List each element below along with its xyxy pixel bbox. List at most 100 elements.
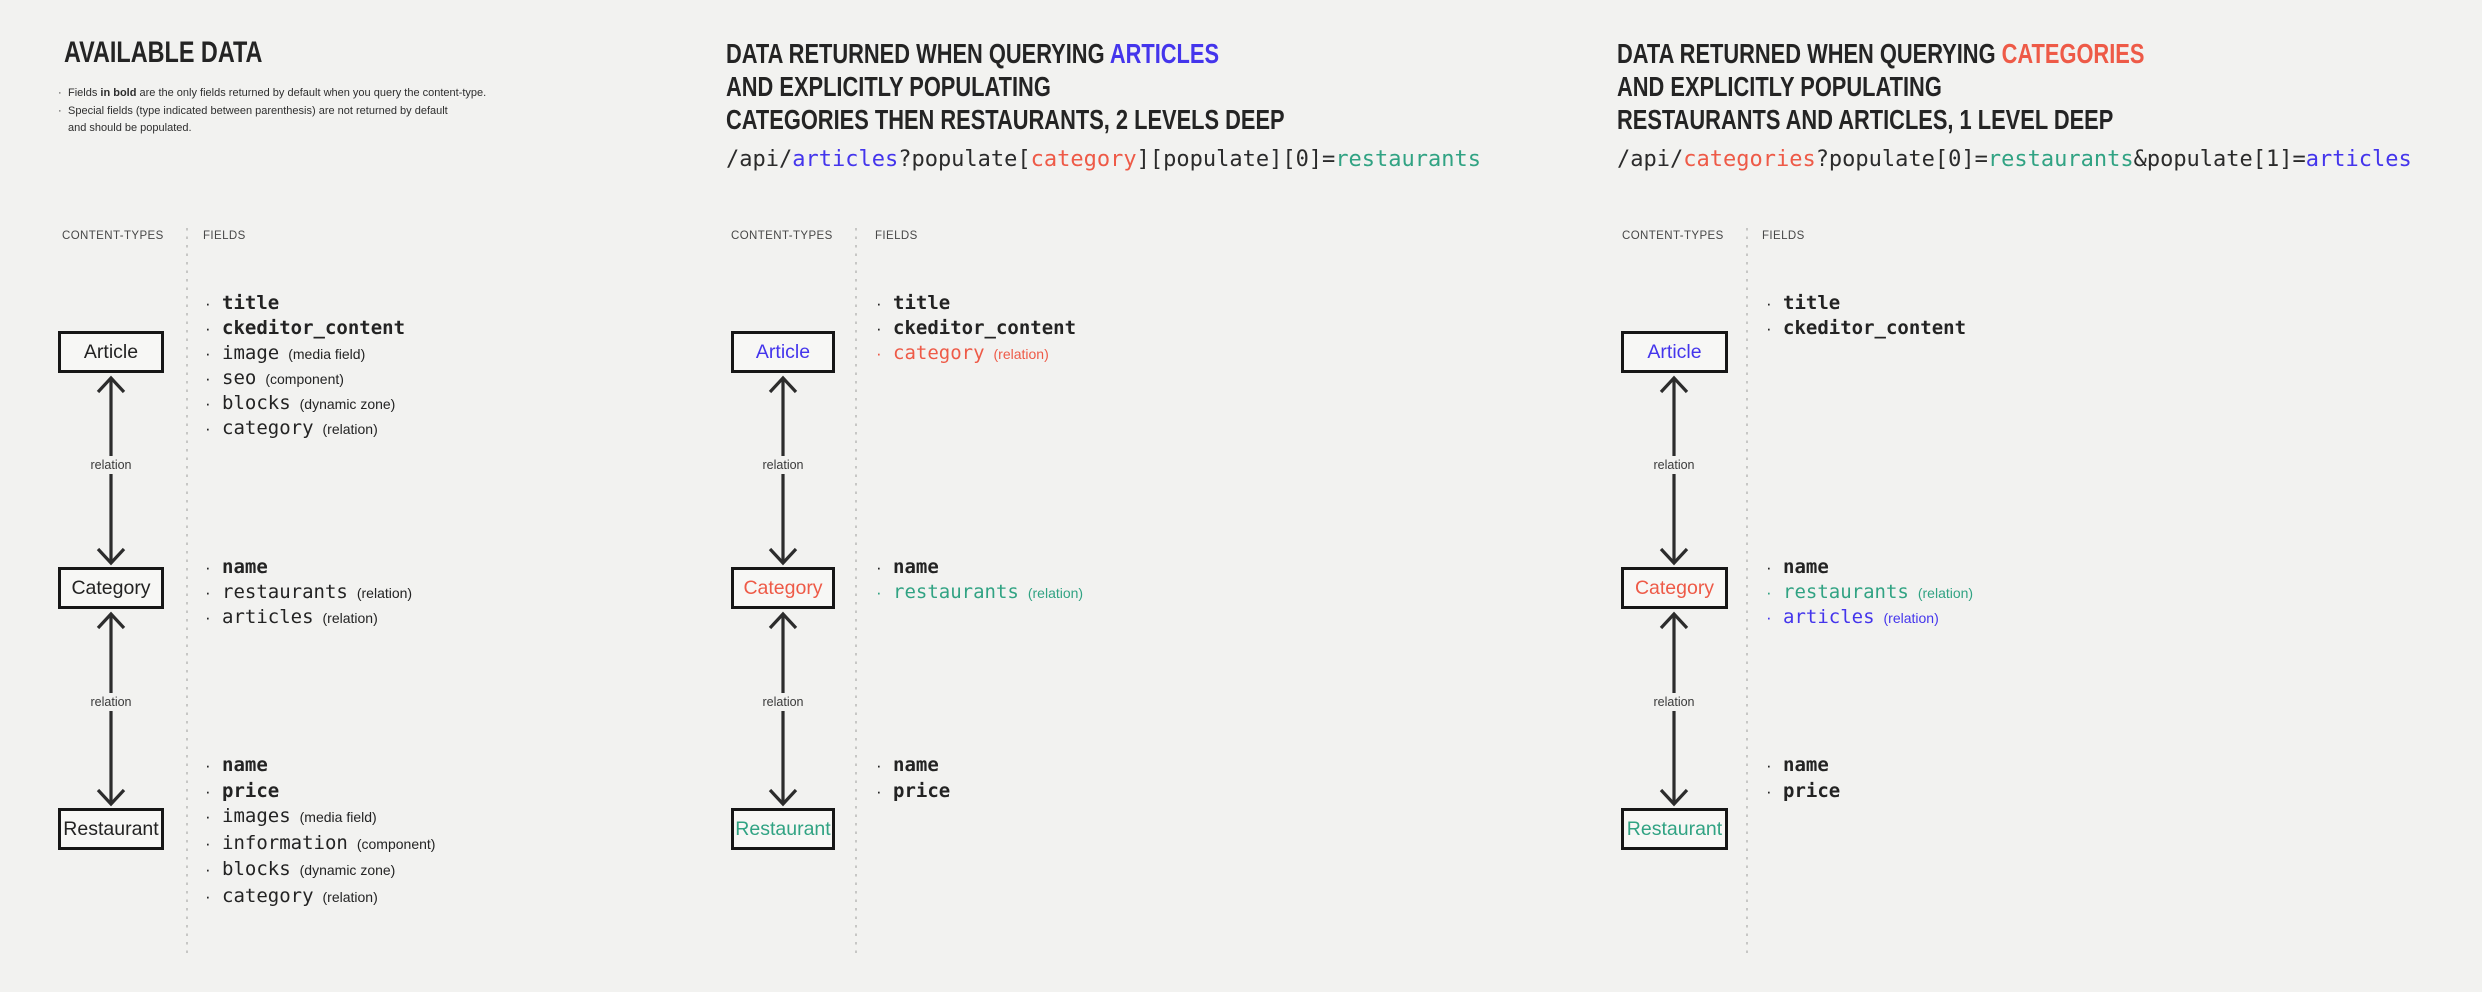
field-name: blocks <box>222 392 291 414</box>
field-name: category <box>893 342 985 364</box>
field-name: category <box>222 417 314 439</box>
field-row: image (media field) <box>205 341 405 366</box>
panel1-content-types-label: CONTENT-TYPES <box>62 230 164 242</box>
panel3-article-box-label: Article <box>1647 340 1702 363</box>
field-row: articles(relation) <box>1766 605 1973 630</box>
field-name: blocks <box>222 858 291 880</box>
panel2-restaurant-box: Restaurant <box>731 808 835 850</box>
panel3-article-fields: title ckeditor_content <box>1766 291 1966 341</box>
panel3-category-fields: name restaurants (relation) articles(rela… <box>1766 555 1973 630</box>
panel2-heading-highlight: ARTICLES <box>1109 38 1220 69</box>
field-name: title <box>893 292 951 314</box>
note-special-fields-cont: and should be populated. <box>68 120 486 138</box>
panel2-category-box-label: Category <box>743 576 823 599</box>
note2-line1: Special fields (type indicated between p… <box>68 104 448 117</box>
field-type: (relation) <box>1917 585 1974 601</box>
field-name: title <box>1783 292 1841 314</box>
panel3-fields-label: FIELDS <box>1762 230 1805 242</box>
panel3-heading-highlight: CATEGORIES <box>2001 38 2145 69</box>
field-row: restaurants(relation) <box>876 580 1083 605</box>
panel1-category-box: Category <box>58 567 164 609</box>
panel3-restaurant-box: Restaurant <box>1621 808 1728 850</box>
panel2-heading-line2: AND EXPLICITLY POPULATING <box>726 71 1051 102</box>
relation-label: relation <box>79 456 143 474</box>
panel2-article-box-label: Article <box>755 340 811 363</box>
panel3-heading-line2: AND EXPLICITLY POPULATING <box>1617 71 1942 102</box>
field-name: images <box>222 805 291 827</box>
panel2-article-fields: title ckeditor_content category (relation… <box>876 291 1076 366</box>
field-name: articles <box>222 606 314 628</box>
field-row: price <box>1766 779 1840 805</box>
field-name: name <box>893 754 939 776</box>
note-special-fields: Special fields (type indicated between p… <box>58 103 486 121</box>
panel1-notes: Fields in bold are the only fields retur… <box>58 85 486 138</box>
field-row: name <box>1766 555 1973 580</box>
panel3-heading-line3: RESTAURANTS AND ARTICLES, 1 LEVEL DEEP <box>1617 104 2114 135</box>
note-default-fields: Fields in bold are the only fields retur… <box>58 85 486 103</box>
panel2-heading-line3: CATEGORIES THEN RESTAURANTS, 2 LEVELS DE… <box>726 104 1285 135</box>
relation-label: relation <box>1642 693 1706 711</box>
field-row: name <box>1766 753 1840 779</box>
note1-text: Fields in bold are the only fields retur… <box>68 87 487 99</box>
field-row: name <box>205 753 435 779</box>
panel1-restaurant-box-label: Restaurant <box>63 817 159 840</box>
field-type: (relation) <box>322 888 378 905</box>
panel3-category-box: Category <box>1621 567 1728 609</box>
field-type: (relation) <box>993 346 1049 362</box>
note2-line2: and should be populated. <box>68 122 192 134</box>
panel1-title: AVAILABLE DATA <box>64 36 318 69</box>
field-name: name <box>1783 754 1829 776</box>
field-row: category (relation) <box>205 884 435 911</box>
field-type: (relation) <box>356 585 413 601</box>
field-name: seo <box>222 367 257 389</box>
field-name: price <box>1783 779 1841 802</box>
field-row: blocks (dynamic zone) <box>205 391 405 416</box>
relation-label: relation <box>751 693 815 711</box>
panel2-dotted-divider <box>855 228 857 956</box>
field-row: price <box>205 779 435 805</box>
relation-label: relation <box>1642 456 1706 474</box>
field-name: ckeditor_content <box>893 317 1077 339</box>
field-type: (media field) <box>288 346 366 362</box>
panel3-content-types-label: CONTENT-TYPES <box>1622 230 1724 242</box>
panel2-category-box: Category <box>731 567 835 609</box>
panel1-article-fields: title ckeditor_content image(media field… <box>205 291 405 441</box>
field-name: name <box>222 556 268 578</box>
field-row: blocks (dynamic zone) <box>205 857 435 884</box>
field-name: name <box>1783 556 1829 578</box>
panel1-dotted-divider <box>186 228 188 956</box>
field-row: category(relation) <box>205 416 405 441</box>
relation-label: relation <box>751 456 815 474</box>
field-name: price <box>222 779 280 802</box>
panel2-content-types-label: CONTENT-TYPES <box>731 230 833 242</box>
panel2-heading-line1: DATA RETURNED WHEN QUERYING ARTICLES <box>726 38 1220 69</box>
panel1-restaurant-fields: name price images(media field) informati… <box>205 753 435 910</box>
field-type: (relation) <box>322 610 378 626</box>
field-row: price <box>876 779 950 805</box>
panel3-restaurant-fields: name price <box>1766 753 1840 804</box>
panel3-restaurant-box-label: Restaurant <box>1626 817 1723 840</box>
field-row: name <box>876 555 1083 580</box>
panel2-category-fields: name restaurants(relation) <box>876 555 1083 605</box>
field-name: category <box>222 884 314 907</box>
field-type: (component) <box>356 835 436 852</box>
field-row: information(component) <box>205 831 435 858</box>
field-name: image <box>222 342 280 364</box>
panel1-title-text: AVAILABLE DATA <box>64 36 263 69</box>
panel2-api-url: /api/articles?populate[category][populat… <box>726 147 1482 172</box>
field-row: ckeditor_content <box>876 316 1076 341</box>
panel1-article-box-label: Article <box>83 340 139 363</box>
panel3-dotted-divider <box>1746 228 1748 956</box>
field-row: title <box>1766 291 1966 316</box>
field-type: (dynamic zone) <box>299 396 396 412</box>
panel2-fields-label: FIELDS <box>875 230 918 242</box>
field-row: restaurants(relation) <box>205 580 412 605</box>
panel3-heading: DATA RETURNED WHEN QUERYING CATEGORIES A… <box>1617 37 2293 136</box>
field-row: category (relation) <box>876 341 1076 366</box>
field-type: (dynamic zone) <box>299 862 396 878</box>
field-row: title <box>876 291 1076 316</box>
field-type: (relation) <box>1027 585 1084 601</box>
field-name: restaurants <box>1783 581 1909 603</box>
panel3-heading-line1: DATA RETURNED WHEN QUERYING CATEGORIES <box>1617 38 2145 69</box>
